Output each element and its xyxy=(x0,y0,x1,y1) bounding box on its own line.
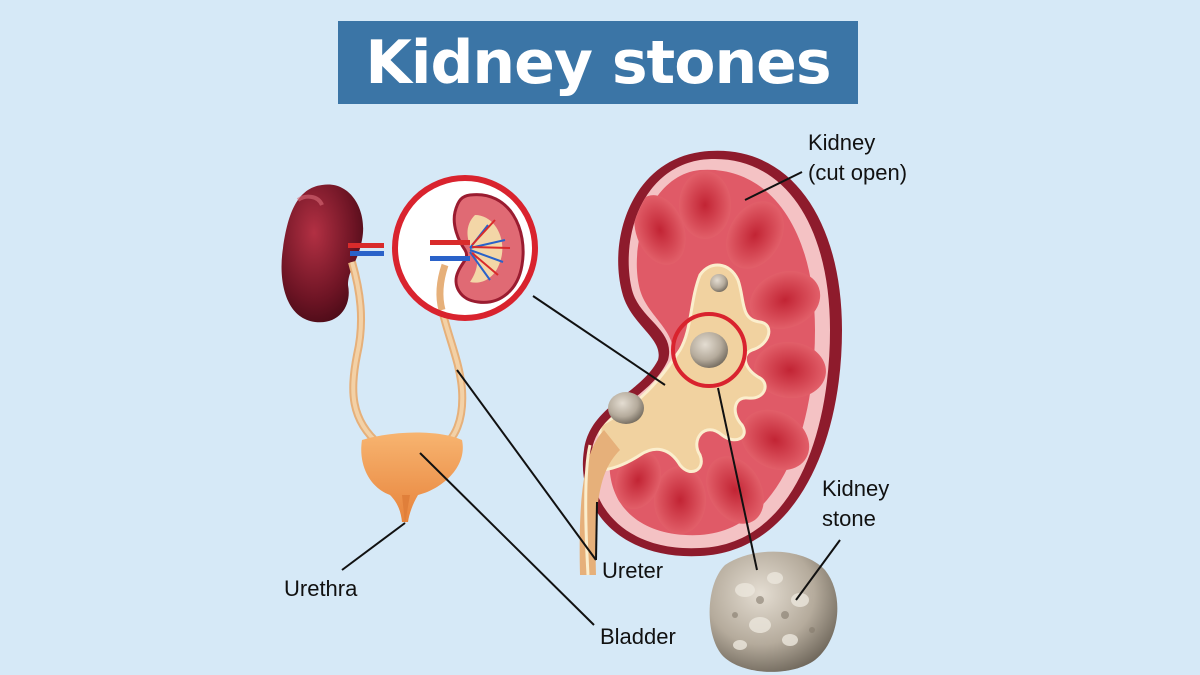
kidney-stones-small xyxy=(608,274,728,424)
title-banner: Kidney stones xyxy=(338,21,858,104)
kidney-stone-closeup xyxy=(709,551,838,672)
label-kidney-cut-open: Kidney (cut open) xyxy=(808,128,907,187)
page-title: Kidney stones xyxy=(365,27,831,98)
label-bladder: Bladder xyxy=(600,624,676,649)
label-kidney-stone-line1: Kidney xyxy=(822,476,890,501)
renal-pyramids xyxy=(614,171,826,534)
inset-highlight-circle xyxy=(392,175,538,321)
label-kidney-cut-open-line1: Kidney xyxy=(808,130,876,155)
left-kidney xyxy=(281,184,384,323)
bladder xyxy=(361,432,463,524)
inset-kidney-section xyxy=(392,175,538,321)
label-kidney-cut-open-line2: (cut open) xyxy=(808,159,908,185)
ureter-tube xyxy=(579,430,620,575)
label-ureter: Ureter xyxy=(602,558,664,583)
label-kidney-stone: Kidney stone xyxy=(822,474,889,533)
stone-highlight-circle xyxy=(671,312,747,388)
leader-lines xyxy=(341,171,841,626)
label-kidney-stone-line2: stone xyxy=(822,505,876,531)
label-urethra: Urethra xyxy=(284,576,358,601)
